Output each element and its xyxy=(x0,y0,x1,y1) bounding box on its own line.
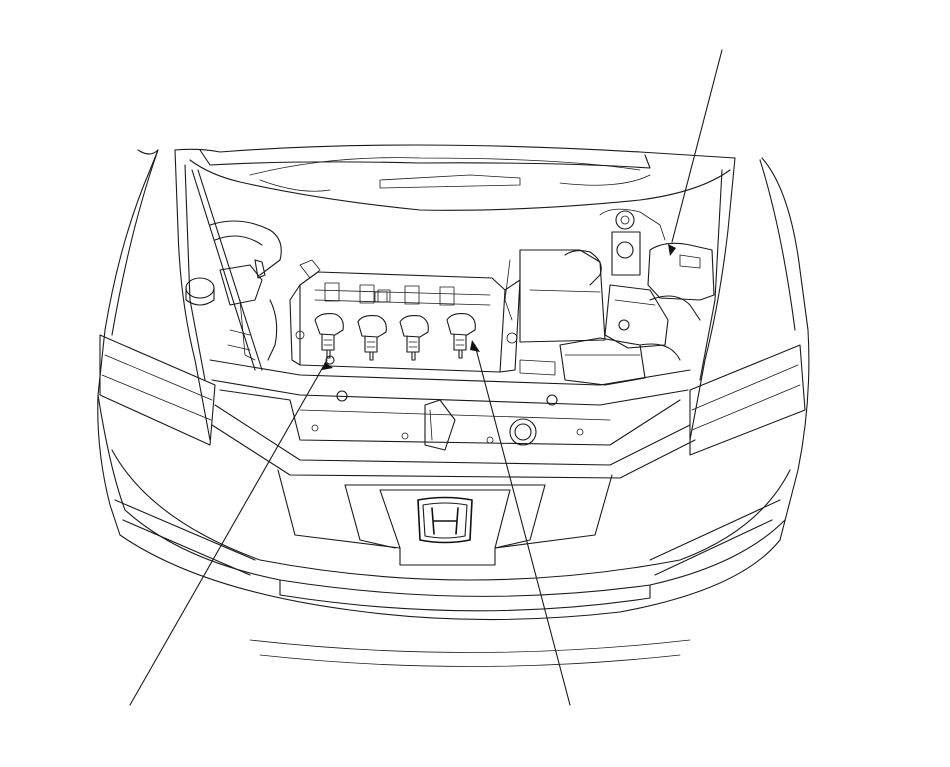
upper-right-callout xyxy=(671,49,723,243)
callout-arrow-icon xyxy=(322,362,333,370)
right-components xyxy=(504,208,715,386)
coolant-reservoir xyxy=(647,242,715,301)
engine-bay xyxy=(174,149,736,451)
hood xyxy=(174,144,736,371)
callout-arrow-icon xyxy=(470,340,480,352)
front-fascia xyxy=(99,334,806,566)
ignition-coil-3 xyxy=(399,315,429,361)
lower-left-callout xyxy=(129,359,328,706)
h-emblem-icon xyxy=(417,496,473,544)
lower-right-callout xyxy=(474,344,571,706)
ignition-coils xyxy=(314,291,476,361)
ignition-coil-1 xyxy=(314,313,344,359)
left-components xyxy=(185,220,335,365)
ignition-coil-4 xyxy=(446,313,476,359)
car-body xyxy=(97,149,810,667)
callouts xyxy=(129,49,723,706)
ignition-coil-2 xyxy=(357,315,387,361)
